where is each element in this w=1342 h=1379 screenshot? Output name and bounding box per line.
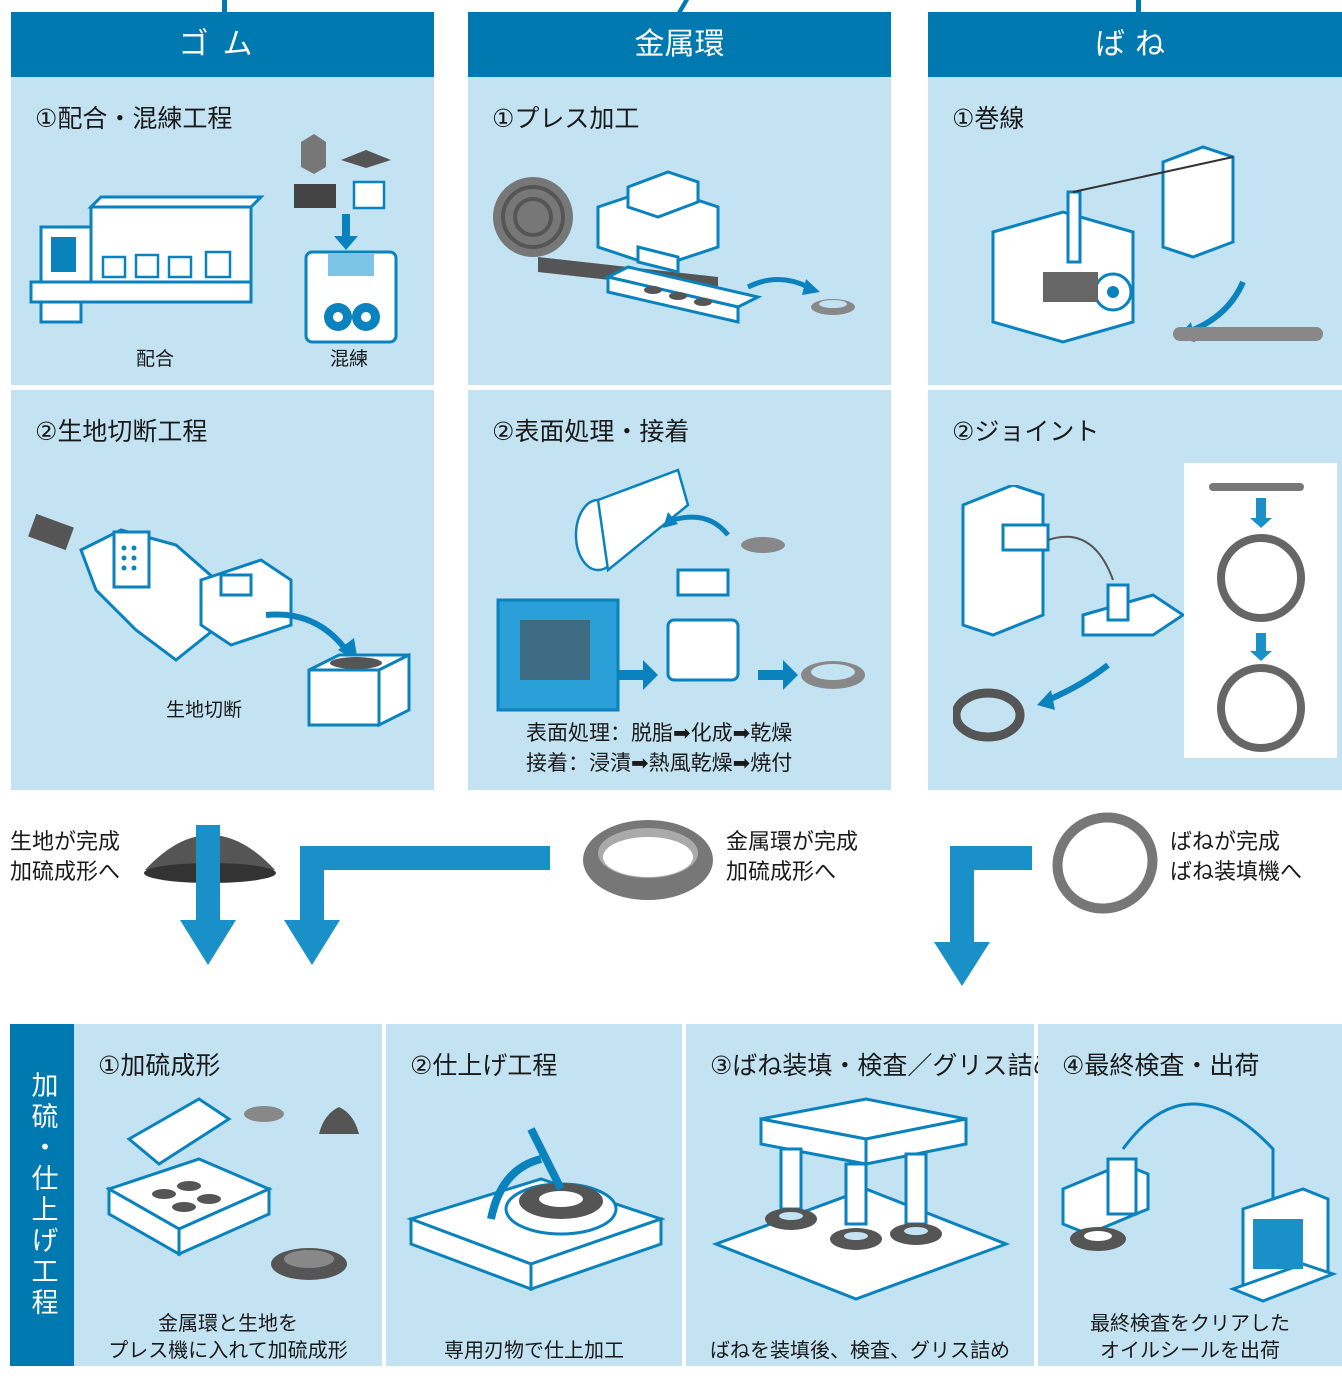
caption-final-inspection-1: 最終検査をクリアした — [1090, 1311, 1290, 1335]
connector-line-rubber — [222, 0, 227, 12]
press-machine-illustration — [493, 170, 855, 324]
step-title: ②ジョイント — [952, 417, 1100, 446]
coil-winding-machine-illustration — [991, 145, 1323, 344]
rubber-complete-line2: 加硫成形へ — [10, 860, 121, 885]
spring-complete-line1: ばねが完成 — [1170, 830, 1281, 855]
step-title: ②生地切断工程 — [35, 417, 208, 446]
caption-compounding: 配合 — [136, 348, 175, 370]
panel-metal-step2: ②表面処理・接着 表面処理：脱脂➡化成➡乾燥 接着：浸漬➡熱風乾燥➡焼付 — [468, 390, 891, 790]
step-title: ②仕上げ工程 — [410, 1051, 558, 1080]
surface-treatment-illustration — [496, 468, 865, 712]
arrow-metal-head — [284, 920, 340, 965]
panel-spring-step2: ②ジョイント — [928, 390, 1342, 790]
caption-trimming: 専用刃物で仕上加工 — [444, 1338, 624, 1362]
spring-complete-line2: ばね装填機へ — [1170, 860, 1303, 885]
panel-final-step4: ④最終検査・出荷 最終検査をクリアした オイルシールを出荷 — [1038, 1024, 1342, 1366]
caption-vulcanization-2: プレス機に入れて加硫成形 — [108, 1338, 348, 1362]
arrow-rubber-head — [180, 920, 236, 965]
sheet-cutting-machine-illustration — [28, 513, 411, 728]
caption-final-inspection-2: オイルシールを出荷 — [1100, 1338, 1280, 1362]
panel-final-step2: ②仕上げ工程 専用刃物で仕上加工 — [386, 1024, 682, 1366]
spring-complete-label: ばねが完成 ばね装填機へ — [1170, 828, 1302, 888]
step-title: ①巻線 — [952, 104, 1025, 133]
header-rubber: ゴム — [11, 12, 434, 77]
connector-line-spring — [1136, 0, 1141, 12]
caption-mixing: 混練 — [330, 348, 369, 370]
caption-sheet-cutting: 生地切断 — [166, 699, 243, 721]
panel-spring-step1: ①巻線 — [928, 77, 1342, 385]
arrow-spring-vertical — [950, 846, 974, 942]
step-title: ④最終検査・出荷 — [1062, 1051, 1260, 1080]
step-title: ①プレス加工 — [492, 104, 640, 133]
panel-rubber-step2: ②生地切断工程 生地切断 — [11, 390, 434, 790]
metal-complete-line2: 加硫成形へ — [726, 860, 837, 885]
step-title: ①加硫成形 — [98, 1051, 221, 1080]
finished-spring-ring — [1052, 812, 1158, 914]
panel-final-step3: ③ばね装填・検査／グリス詰め ばねを装填後、検査、グリス詰め — [686, 1024, 1057, 1366]
arrow-spring-head — [934, 942, 990, 986]
caption-vulcanization-1: 金属環と生地を — [158, 1311, 298, 1335]
vulcanization-press-illustration — [105, 1097, 359, 1280]
panel-rubber-step1: ①配合・混練工程 配合 混練 — [11, 77, 434, 385]
metal-complete-label: 金属環が完成 加硫成形へ — [726, 828, 858, 888]
spring-ring-diagram — [1209, 483, 1305, 752]
finished-metal-ring — [583, 820, 713, 900]
metal-complete-line1: 金属環が完成 — [726, 830, 859, 855]
finishing-process-label: 加硫・仕上げ工程 — [10, 1024, 74, 1366]
arrow-metal-vertical — [300, 846, 324, 920]
header-spring: ばね — [928, 12, 1342, 77]
spring-assembly-illustration — [711, 1097, 1011, 1301]
flow-arrows — [180, 825, 1032, 986]
arrow-rubber-shaft — [196, 825, 220, 920]
mixing-machine-illustration — [294, 134, 398, 344]
spring-joining-inset — [1184, 463, 1337, 758]
arrow-metal-horizontal — [300, 846, 550, 870]
panel-metal-step1: ①プレス加工 — [468, 77, 891, 385]
step-title: ②表面処理・接着 — [492, 417, 690, 446]
step-title: ③ばね装填・検査／グリス詰め — [710, 1051, 1058, 1080]
trimming-illustration — [406, 1127, 666, 1292]
caption-spring-assembly: ばねを装填後、検査、グリス詰め — [710, 1338, 1010, 1362]
spring-joint-machine-illustration — [953, 485, 1186, 742]
header-metal: 金属環 — [468, 12, 891, 77]
compounding-machine-illustration — [29, 195, 265, 324]
step-title: ①配合・混練工程 — [35, 104, 233, 133]
final-inspection-illustration — [1061, 1102, 1338, 1303]
caption-surface-treatment: 表面処理：脱脂➡化成➡乾燥 — [526, 721, 793, 745]
caption-bonding: 接着：浸漬➡熱風乾燥➡焼付 — [526, 751, 793, 775]
panel-final-step1: ①加硫成形 金属環と生地を プレス機に入れて加硫成形 — [74, 1024, 382, 1366]
rubber-complete-line1: 生地が完成 — [10, 830, 121, 855]
rubber-complete-label: 生地が完成 加硫成形へ — [10, 828, 120, 888]
